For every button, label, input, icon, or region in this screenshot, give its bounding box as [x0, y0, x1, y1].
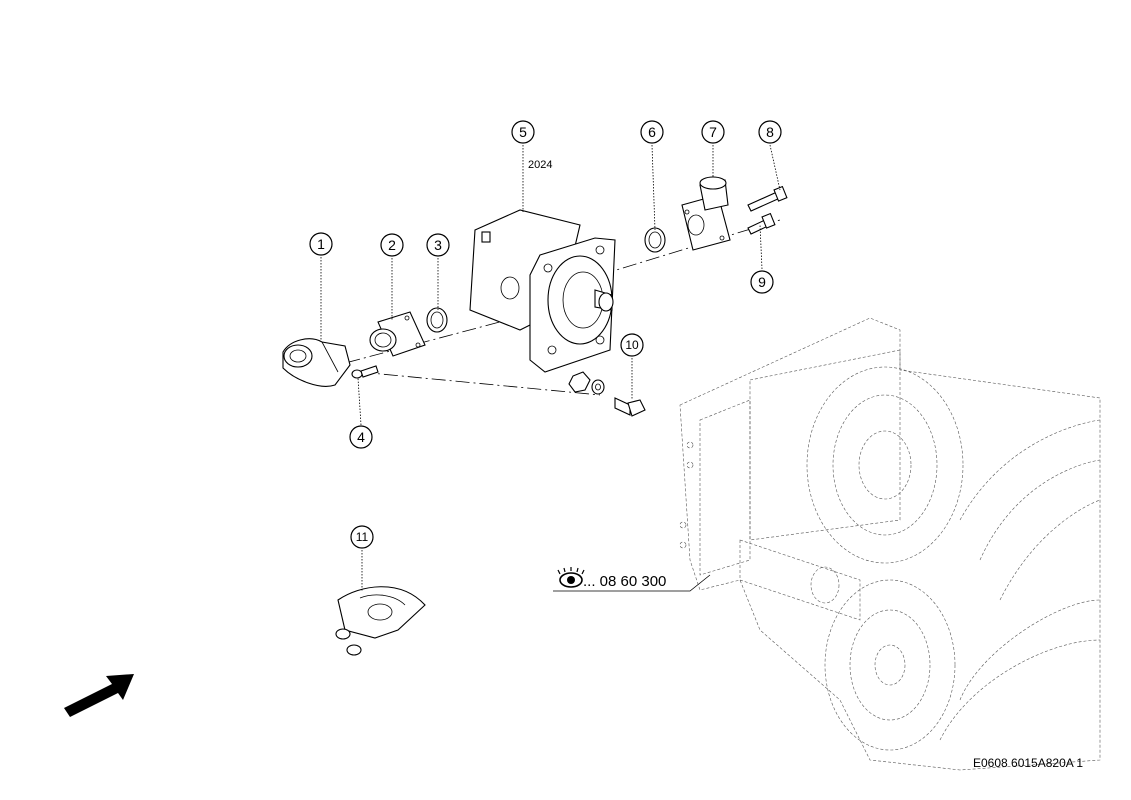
part-gear-pump [469, 209, 616, 373]
figure-id: E0608 6015A820A 1 [973, 756, 1083, 770]
eye-icon [557, 567, 585, 588]
part-bolt-long [747, 185, 788, 212]
part-o-ring-right [644, 227, 666, 253]
part-elbow-fitting [282, 338, 351, 387]
part-o-ring-left [426, 307, 448, 333]
callout-9: 9 [750, 270, 774, 294]
svg-text:10: 10 [625, 338, 639, 352]
part-seal-kit-bag [335, 586, 426, 656]
svg-text:11: 11 [356, 530, 369, 544]
callout-2: 2 [380, 233, 404, 257]
part-bolt-short [747, 212, 776, 235]
pump-code-label: 2024 [528, 159, 552, 171]
callout-6: 6 [640, 120, 664, 144]
svg-text:5: 5 [519, 124, 527, 140]
part-screw-small [351, 365, 379, 379]
leader-lines [320, 144, 781, 592]
svg-text:9: 9 [758, 274, 766, 290]
arrow-icon [64, 674, 134, 717]
cross-reference: ... 08 60 300 [553, 567, 711, 592]
callout-1: 1 [309, 232, 333, 256]
machine-frame-background [679, 317, 1101, 771]
part-straight-flange-fitting [681, 176, 731, 251]
assembly-axis-bolt [359, 371, 601, 396]
callout-7: 7 [701, 120, 725, 144]
callout-5: 5 [511, 120, 535, 144]
part-flange-adapter [369, 311, 426, 357]
svg-text:2: 2 [388, 237, 396, 253]
svg-text:1: 1 [317, 236, 325, 252]
part-bolt-washer-nut [568, 371, 646, 417]
svg-text:4: 4 [357, 429, 365, 445]
callout-11: 11 [350, 525, 374, 549]
svg-text:3: 3 [434, 237, 442, 253]
callout-4: 4 [349, 425, 373, 449]
callout-3: 3 [426, 233, 450, 257]
svg-text:8: 8 [766, 124, 774, 140]
callout-8: 8 [758, 120, 782, 144]
svg-text:7: 7 [709, 124, 717, 140]
reference-text: ... 08 60 300 [583, 573, 666, 590]
svg-text:6: 6 [648, 124, 656, 140]
callout-10: 10 [620, 333, 644, 357]
